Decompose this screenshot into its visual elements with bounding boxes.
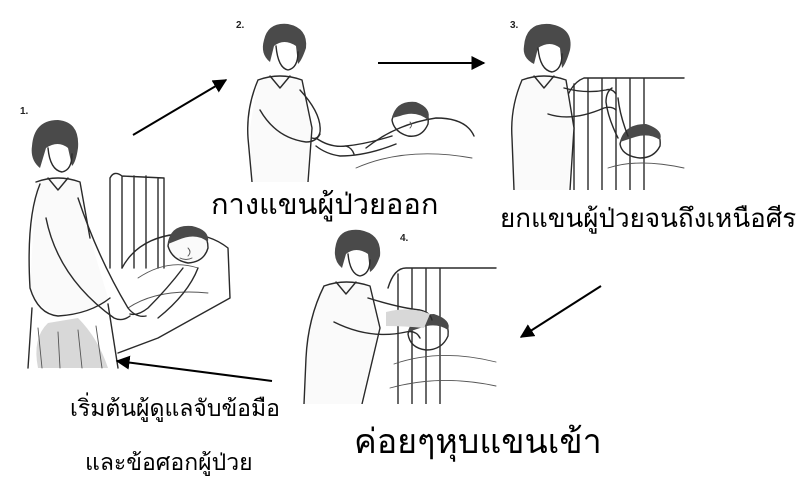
step-2-caption: กางแขนผู้ป่วยออก: [211, 190, 438, 219]
step-1-caption-line2: และข้อศอกผู้ป่วย: [85, 452, 253, 475]
step-3-caption: ยกแขนผู้ป่วยจนถึงเหนือศีรษะ: [500, 206, 796, 232]
arrow-step4-to-step1: [117, 361, 272, 381]
step-1-caption-line1: เริ่มต้นผู้ดูแลจับข้อมือ: [70, 398, 280, 421]
arrow-step3-to-step4: [521, 286, 601, 337]
arrow-step1-to-step2: [133, 80, 226, 135]
step-4-caption: ค่อยๆหุบแขนเข้า: [354, 425, 602, 459]
